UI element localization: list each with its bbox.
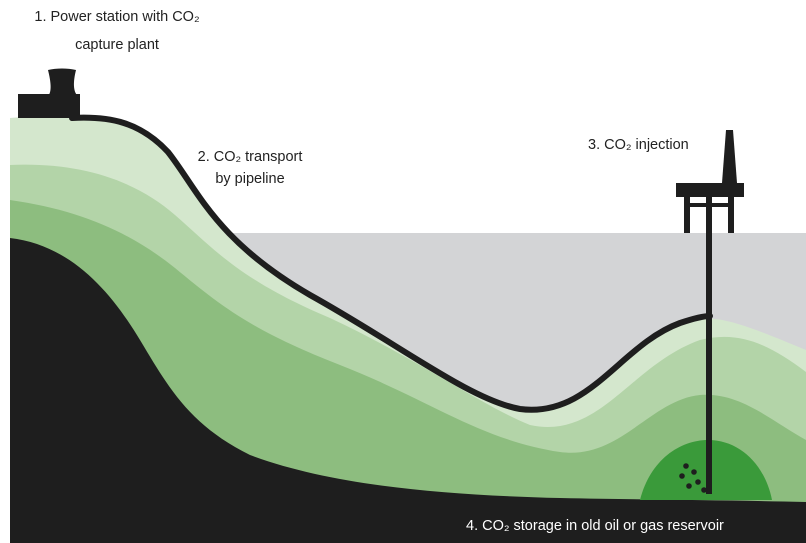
label-power-station-line2: capture plant xyxy=(75,37,159,53)
label-injection-line1: 3. CO₂ injection xyxy=(588,137,689,153)
label-transport: 2. CO₂ transport by pipeline xyxy=(180,146,320,190)
label-injection: 3. CO₂ injection xyxy=(588,134,689,156)
label-power-station-line1: 1. Power station with CO₂ xyxy=(34,9,200,25)
co2-bubbles-icon xyxy=(679,463,707,493)
label-storage: 4. CO₂ storage in old oil or gas reservo… xyxy=(466,515,724,537)
power-station-icon xyxy=(18,68,80,118)
pipeline xyxy=(69,114,713,413)
label-transport-line2: by pipeline xyxy=(215,171,285,187)
label-power-station: 1. Power station with CO₂ capture plant xyxy=(0,6,234,56)
bedrock xyxy=(10,238,806,543)
label-transport-line1: 2. CO₂ transport xyxy=(197,149,303,165)
label-storage-line1: 4. CO₂ storage in old oil or gas reservo… xyxy=(466,518,724,534)
